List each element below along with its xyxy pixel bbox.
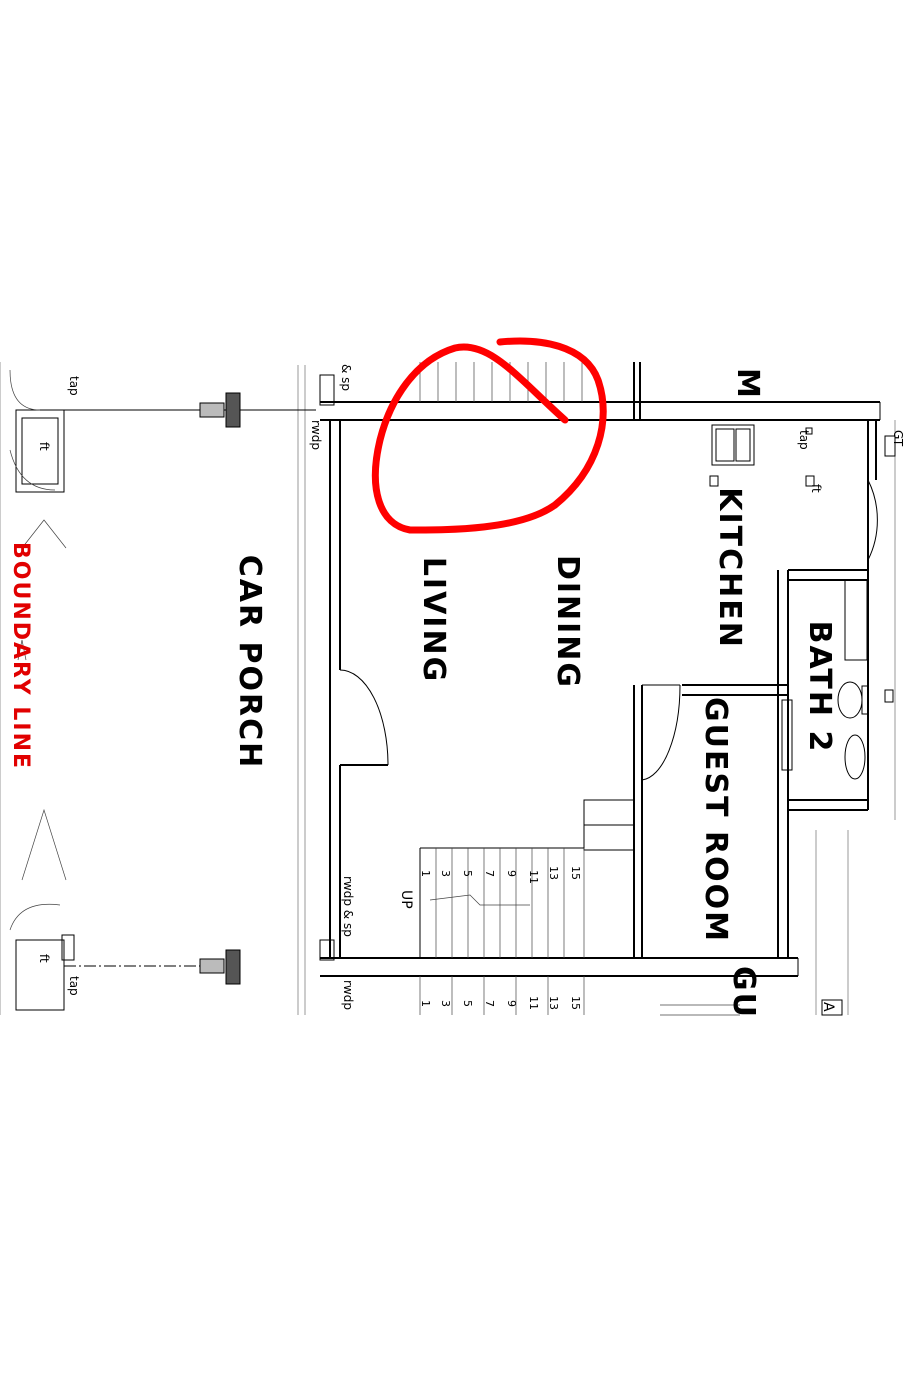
stair-number: 11 — [527, 870, 540, 884]
kitchen-label: KITCHEN — [712, 487, 747, 649]
dining-label: DINING — [550, 555, 585, 689]
stair-number: 15 — [569, 866, 582, 880]
stair-number: 13 — [547, 996, 560, 1010]
stair-numbers-lower: 1 3 5 7 9 11 13 15 — [419, 996, 582, 1010]
boundary-line-label: BOUNDARY LINE — [8, 542, 33, 770]
plan-linework — [0, 362, 896, 1016]
upper-stair-treads — [419, 362, 583, 402]
rwdp-label-bottom: rwdp — [341, 980, 355, 1010]
stair-number: 7 — [483, 1000, 496, 1007]
stair-number: 1 — [419, 1000, 432, 1007]
stair-number: 11 — [527, 996, 540, 1010]
stair-number: 1 — [419, 870, 432, 877]
bath-2-label: BATH 2 — [802, 621, 837, 754]
rwdp-sp-label-mid: rwdp & sp — [341, 876, 355, 937]
lower-stair-treads — [419, 976, 585, 1015]
stair-number: 3 — [439, 1000, 452, 1007]
car-porch-label: CAR PORCH — [232, 555, 267, 770]
stair-number: 9 — [505, 1000, 518, 1007]
gt-label: GT — [891, 430, 905, 447]
stair-number: 13 — [547, 866, 560, 880]
rwdp-label-top: rwdp — [309, 420, 323, 450]
tap-label-kitchen: tap — [797, 430, 811, 450]
guest-room-label: GUEST ROOM — [698, 697, 733, 943]
stair-number: 9 — [505, 870, 518, 877]
stair-treads — [419, 847, 585, 958]
up-label: UP — [398, 890, 414, 909]
partial-room-label-m: M — [730, 368, 765, 400]
living-label: LIVING — [416, 557, 451, 683]
ft-label-left-top: ft — [37, 442, 51, 451]
stair-number: 3 — [439, 870, 452, 877]
ft-label-kitchen: ft — [809, 484, 823, 493]
rwdp-sp-label-top: & sp — [339, 364, 353, 391]
stair-numbers-upper: 1 3 5 7 9 11 13 15 — [419, 866, 582, 884]
stair-number: 7 — [483, 870, 496, 877]
partial-room-label-gu: GU — [726, 966, 761, 1019]
stair-number: 15 — [569, 996, 582, 1010]
tap-label-left-bottom: tap — [67, 976, 81, 996]
ft-label-left-bottom: ft — [37, 954, 51, 963]
stair-number: 5 — [461, 1000, 474, 1007]
red-annotation-circle — [371, 337, 607, 534]
stair-number: 5 — [461, 870, 474, 877]
a-partial-label: A — [820, 1002, 836, 1012]
tap-label-left-top: tap — [67, 376, 81, 396]
